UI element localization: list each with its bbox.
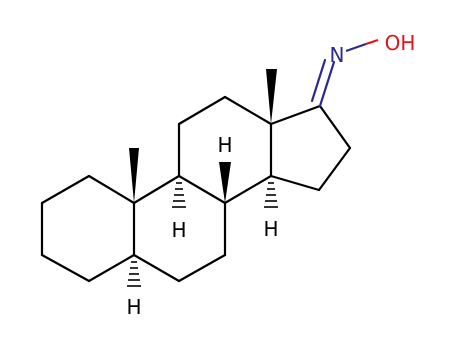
atom-h-c5: H: [126, 295, 141, 319]
n-o-bond-o-half: [365, 38, 379, 46]
ring-c: [177, 95, 273, 205]
ring-d: [269, 104, 352, 192]
methyl-wedge-c10: [129, 148, 139, 203]
atom-oh: OH: [385, 31, 416, 55]
ring-a: [40, 174, 136, 283]
atom-h-c8: H: [217, 133, 232, 157]
h-hash-c14: [264, 182, 278, 208]
h-hash-c9: [172, 182, 186, 208]
n-o-bond: [345, 42, 367, 53]
ring-b: [132, 174, 227, 283]
atom-n: N: [330, 43, 345, 67]
methyl-wedge-c13: [266, 69, 277, 124]
atom-h-c9: H: [171, 218, 186, 242]
oxime-double-bond: [310, 58, 336, 108]
h-wedge-c8: [219, 162, 231, 203]
h-hash-c5: [127, 261, 141, 287]
atom-h-c14: H: [263, 217, 278, 241]
